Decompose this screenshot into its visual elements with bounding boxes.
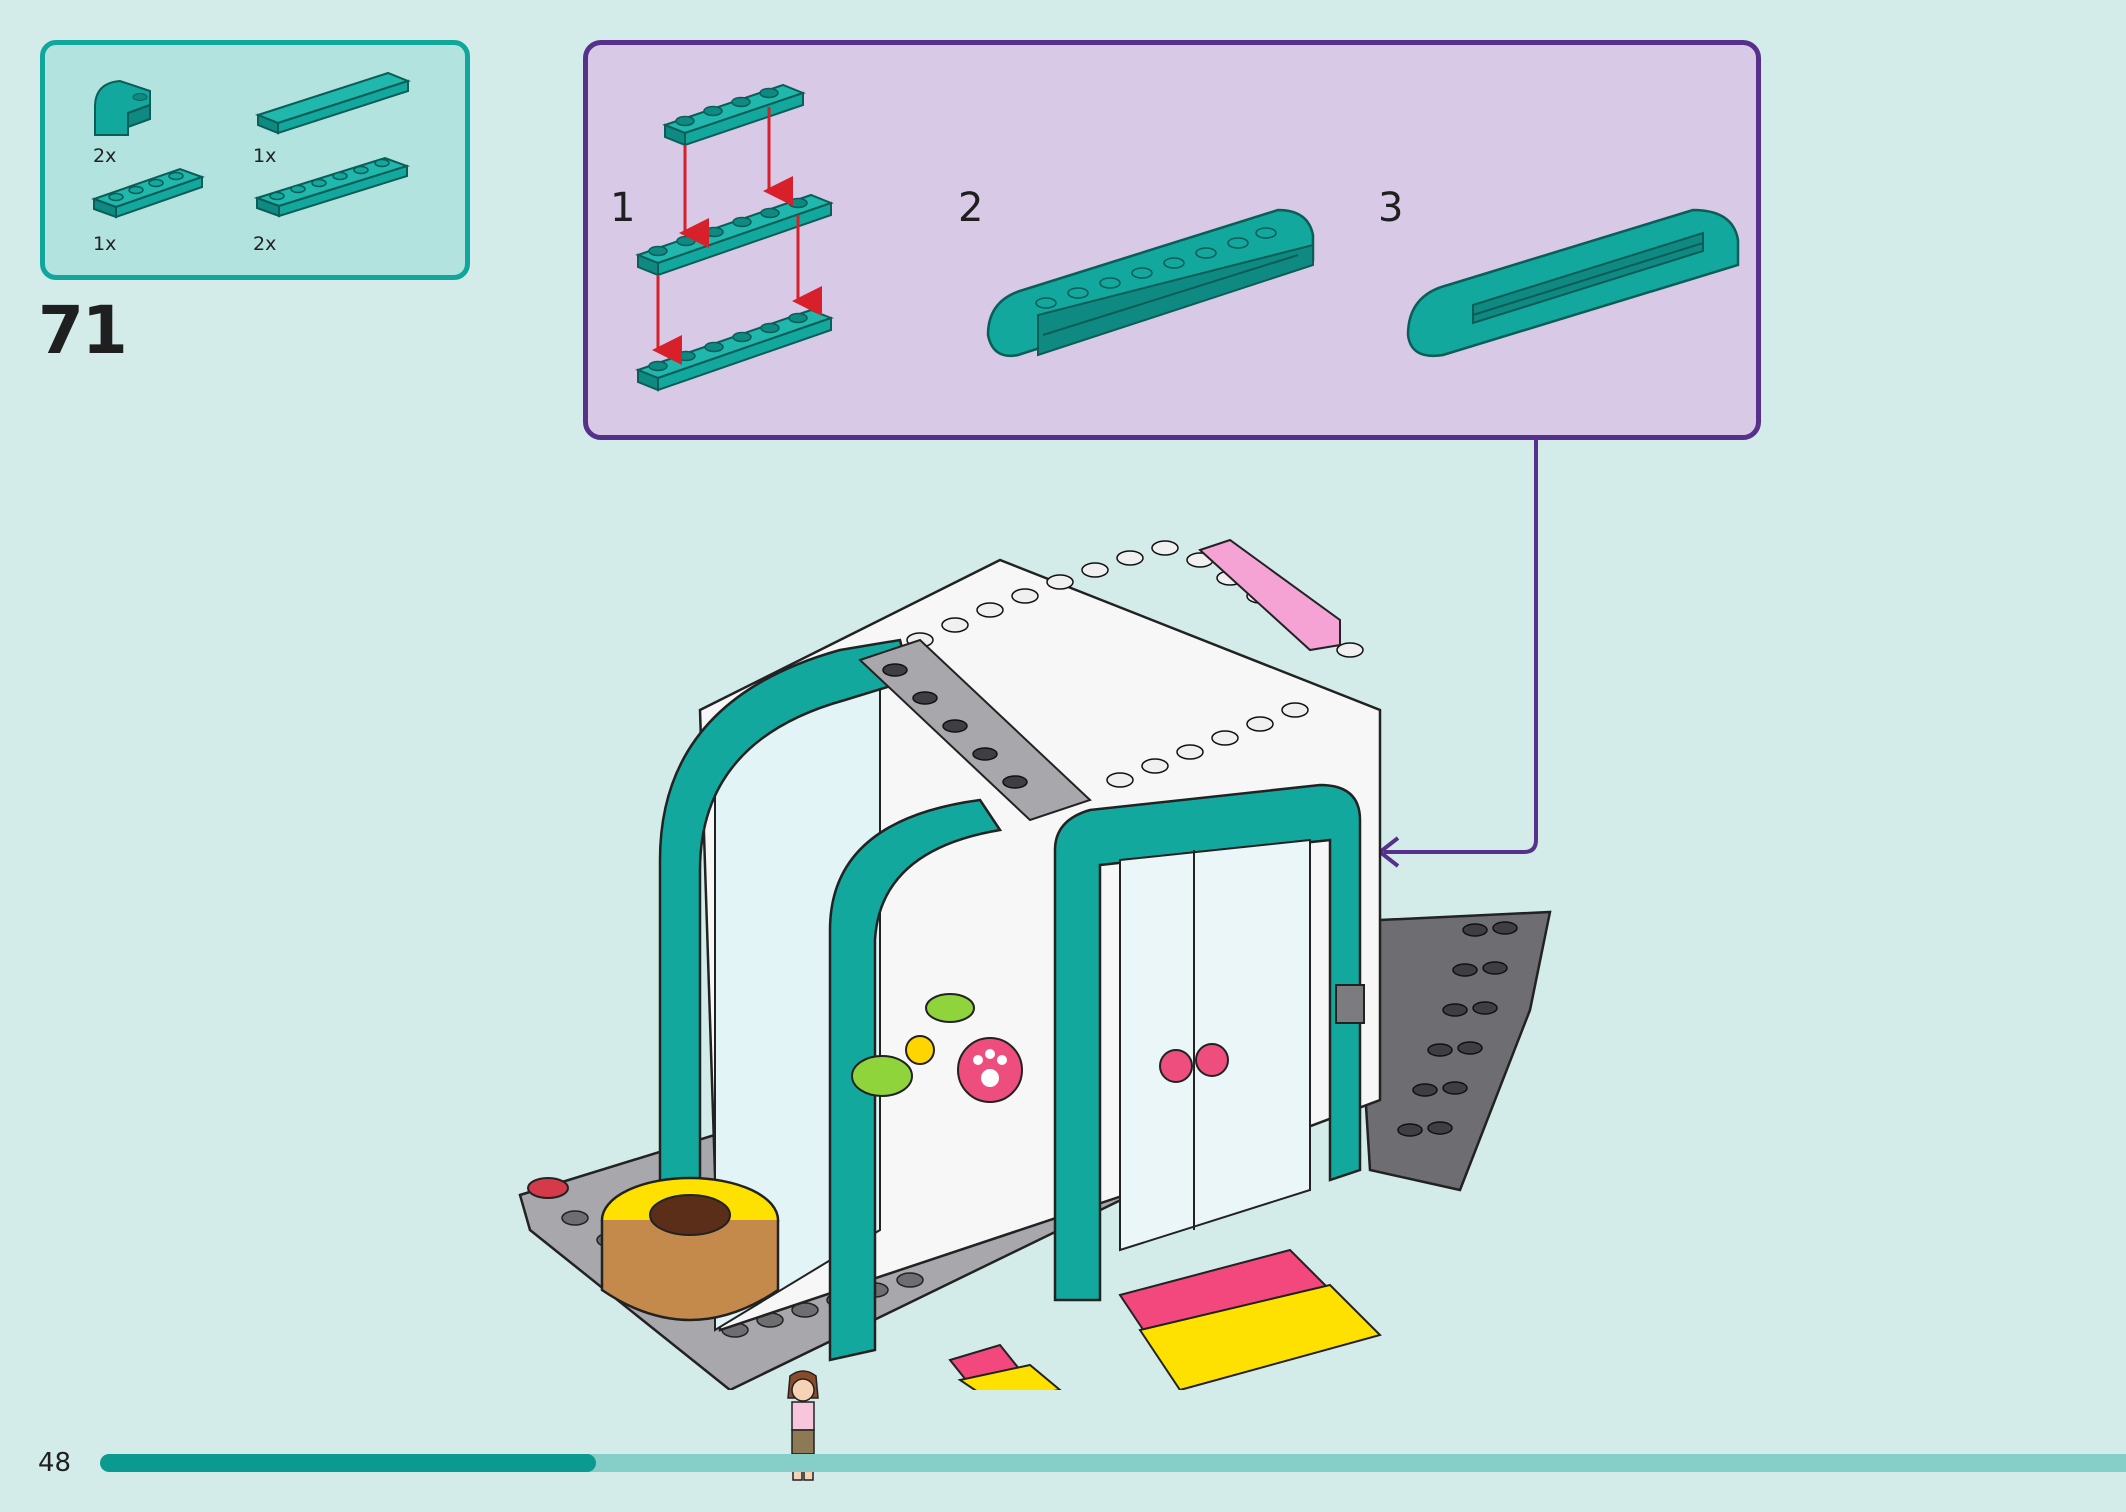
leaf-decoration-icon	[851, 1055, 913, 1097]
leaf-decoration-icon	[925, 993, 975, 1023]
substep-1-number: 1	[610, 185, 636, 231]
parts-qty-2: 1x	[253, 145, 277, 167]
page-number: 48	[38, 1448, 72, 1478]
substep-2-illustration	[986, 208, 1315, 358]
parts-qty-4: 2x	[253, 233, 277, 255]
plate-bottom-icon	[635, 308, 834, 392]
substep-3-illustration	[1406, 208, 1740, 358]
plate-1x4-icon	[91, 167, 205, 219]
progress-bar	[100, 1454, 2126, 1472]
parts-qty-1: 2x	[93, 145, 117, 167]
bee-icon	[905, 1035, 935, 1065]
subassembly-box: 1 2 3	[583, 40, 1761, 440]
substep-2-number: 2	[958, 185, 984, 231]
door-handle-icon	[1159, 1049, 1193, 1083]
parts-qty-3: 1x	[93, 233, 117, 255]
red-arrow-icons	[652, 107, 822, 365]
pet-shop-model-illustration	[518, 538, 1552, 1390]
plate-1x6-icon	[253, 156, 411, 218]
curved-slope-brick-icon	[94, 79, 151, 136]
flat-plate-1x8-icon	[255, 71, 411, 135]
pet-bowl-icon	[527, 1177, 569, 1199]
progress-bar-fill	[100, 1454, 597, 1472]
parts-list-box: 2x 1x 1x 2x	[40, 40, 470, 280]
plate-middle-icon	[635, 193, 834, 277]
substep-1-illustration	[635, 83, 834, 392]
door-handle-icon	[1195, 1043, 1229, 1077]
keypad-icon	[1335, 984, 1365, 1024]
substep-3-number: 3	[1378, 185, 1404, 231]
step-number: 71	[38, 292, 128, 369]
plate-top-icon	[662, 83, 806, 147]
